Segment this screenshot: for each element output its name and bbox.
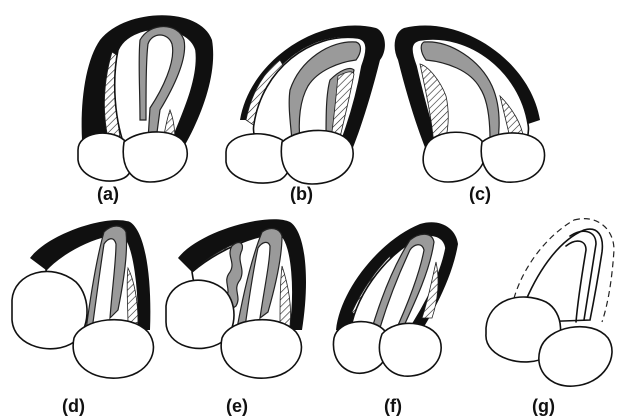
panel-f (333, 222, 458, 376)
panel-e (166, 219, 306, 378)
panel-label-b: (b) (290, 184, 313, 204)
panel-a (78, 15, 213, 182)
panel-label-f: (f) (384, 396, 402, 416)
panel-g (486, 219, 614, 387)
panel-c (395, 25, 545, 182)
panel-label-e: (e) (226, 396, 248, 416)
panel-f-right-lobe (379, 323, 441, 376)
panel-label-d: (d) (62, 396, 85, 416)
panel-a-right-lobe (123, 132, 187, 182)
panel-g-right-lobe (539, 327, 612, 387)
panel-label-c: (c) (469, 184, 491, 204)
panel-c-right-lobe (481, 133, 544, 182)
panel-label-g: (g) (532, 396, 555, 416)
panel-d (12, 220, 153, 378)
panel-d-right-lobe (73, 320, 153, 379)
panel-label-a: (a) (97, 184, 119, 204)
panel-b-right-lobe (281, 130, 353, 184)
panel-e-right-lobe (221, 320, 301, 379)
panel-c-left-lobe (423, 132, 485, 182)
panel-b (226, 25, 385, 184)
